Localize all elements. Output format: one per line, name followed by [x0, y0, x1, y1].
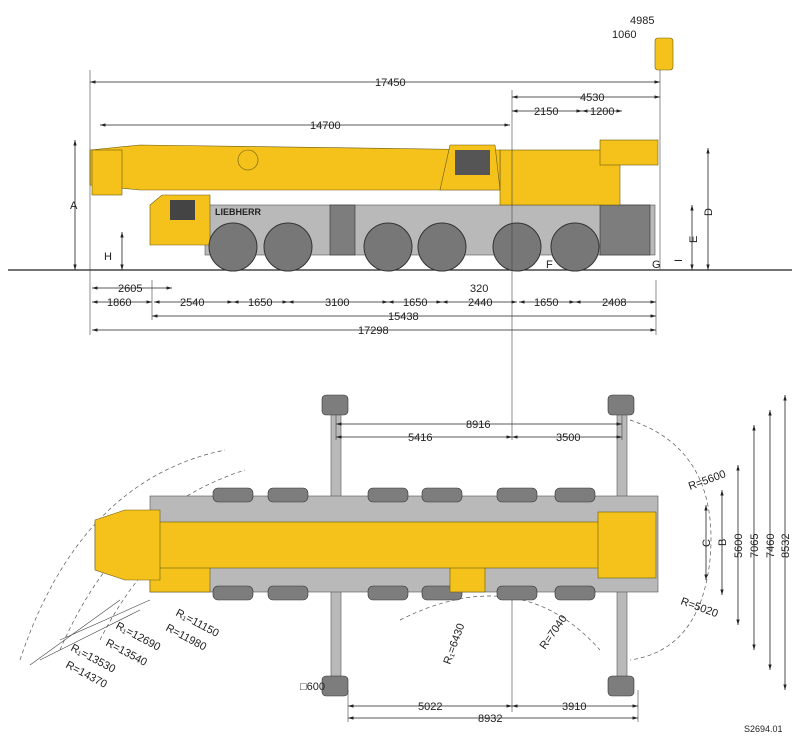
dimension-label: 3100	[325, 297, 349, 309]
radius-leader	[29, 599, 121, 666]
dimension-label: 8916	[466, 419, 490, 431]
swing-arc-counterweight	[629, 419, 712, 661]
swing-arc-rear	[399, 595, 601, 651]
tyres-top	[212, 487, 596, 601]
dimension-label: 5022	[418, 701, 442, 713]
annotation-label: □600	[300, 681, 325, 693]
dimension-label: 1650	[403, 297, 427, 309]
brand-logo: LIEBHERR	[215, 207, 262, 217]
outrigger-pad	[607, 394, 635, 416]
annotation-label: 4985	[630, 15, 654, 27]
annotation-label: I	[673, 259, 685, 262]
dimension-label: C	[701, 539, 713, 547]
swing-arc-2	[59, 469, 246, 651]
tyre	[496, 585, 538, 601]
wheel	[263, 222, 313, 272]
dimension-label: 1860	[107, 297, 131, 309]
dimension-label: A	[70, 200, 78, 212]
outrigger-pad	[321, 394, 349, 416]
operator-cab-window	[455, 150, 490, 175]
dimension-label: 5416	[408, 432, 432, 444]
boom-head-top	[94, 509, 161, 581]
wheel	[208, 222, 258, 272]
dimension-label: 5600	[733, 534, 745, 558]
superstructure-top	[597, 511, 657, 579]
drawing-number: S2694.01	[744, 724, 783, 734]
dimension-label: B	[717, 539, 729, 546]
annotation-label: 320	[470, 283, 488, 295]
tyre	[267, 585, 309, 601]
dimension-label: 1200	[590, 106, 614, 118]
tyre	[421, 487, 463, 503]
boom-pulley	[237, 149, 259, 171]
side-view: LIEBHERR	[8, 139, 792, 272]
dimension-label: 2440	[468, 297, 492, 309]
radius-leader	[39, 609, 141, 661]
tyre	[554, 487, 596, 503]
dimension-label: 17298	[358, 325, 389, 337]
dimension-label: 2605	[118, 283, 142, 295]
tyre	[367, 585, 409, 601]
dimension-label: 7460	[765, 534, 777, 558]
wheel	[363, 222, 413, 272]
dimension-label: 8932	[478, 713, 502, 725]
wheel	[417, 222, 467, 272]
boom-head	[91, 149, 123, 196]
tyre	[267, 487, 309, 503]
cab-window	[170, 200, 195, 220]
dimension-lines	[29, 37, 787, 722]
outrigger-box-rear	[599, 204, 651, 256]
dimension-label: 1650	[534, 297, 558, 309]
annotation-label: R=5600	[687, 468, 728, 493]
annotation-label: R=7040	[538, 613, 570, 652]
counterweight	[599, 139, 659, 166]
annotation-label: R₁=6430	[442, 622, 468, 666]
operator-cab-top	[449, 564, 486, 593]
annotation-label: 1060	[612, 29, 636, 41]
top-view	[19, 394, 712, 697]
dimension-label: 1650	[248, 297, 272, 309]
dimension-label: 14700	[310, 120, 341, 132]
dimension-label: 4530	[580, 92, 604, 104]
telescopic-boom	[89, 144, 501, 191]
wheels	[208, 222, 600, 272]
dimension-label: 3500	[556, 432, 580, 444]
dimension-label: 15438	[388, 311, 419, 323]
radius-leader	[59, 599, 151, 641]
dimension-label: 2408	[602, 297, 626, 309]
tyre	[212, 487, 254, 503]
boom-top	[94, 521, 651, 569]
cab-end-view	[654, 37, 674, 71]
dimension-labels: 17450 4530 14700 2150 1200 2605 1860 2540 1650 31…	[64, 15, 792, 725]
outrigger-box-front	[329, 204, 356, 256]
dimension-label: 3910	[562, 701, 586, 713]
dimension-label: D	[703, 208, 715, 216]
annotation-label: F	[546, 259, 553, 271]
dimension-label: 2150	[534, 106, 558, 118]
dimension-label: 7065	[749, 534, 761, 558]
dimension-label: 8532	[780, 534, 792, 558]
dimension-label: 17450	[375, 77, 406, 89]
tyre	[496, 487, 538, 503]
tyre	[367, 487, 409, 503]
dimension-label: 2540	[180, 297, 204, 309]
wheel	[550, 222, 600, 272]
wheel	[492, 222, 542, 272]
tyre	[554, 585, 596, 601]
annotation-label: G	[652, 259, 661, 271]
dimension-label: E	[688, 236, 700, 243]
outrigger-pad	[321, 675, 349, 697]
dimension-label: H	[104, 251, 112, 263]
outrigger-pad	[607, 675, 635, 697]
tyre	[212, 585, 254, 601]
annotation-label: R=5020	[679, 596, 720, 621]
